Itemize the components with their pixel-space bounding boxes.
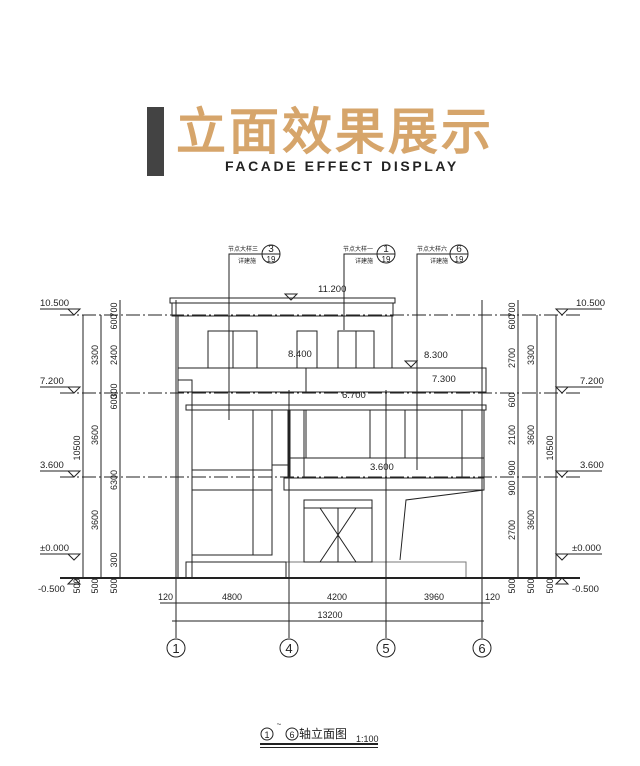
svg-text:19: 19 <box>455 255 464 264</box>
svg-text:700: 700 <box>109 302 119 317</box>
svg-text:3600: 3600 <box>90 510 100 530</box>
svg-text:2700: 2700 <box>507 520 517 540</box>
svg-text:详建施: 详建施 <box>355 257 373 265</box>
svg-text:3960: 3960 <box>424 592 444 602</box>
svg-text:19: 19 <box>267 255 276 264</box>
svg-text:3300: 3300 <box>90 345 100 365</box>
level-8400: 8.400 <box>288 349 312 360</box>
detail-callout-1: 节点大样一 详建施 1 19 <box>343 244 396 330</box>
axis-lines <box>160 300 490 638</box>
level-6700: 6.700 <box>342 390 366 401</box>
detail-callout-3: 节点大样三 详建施 3 19 <box>228 244 281 420</box>
svg-text:节点大样三: 节点大样三 <box>228 245 258 253</box>
svg-text:6300: 6300 <box>109 470 119 490</box>
svg-text:3600: 3600 <box>526 425 536 445</box>
svg-text:900: 900 <box>507 460 517 475</box>
svg-text:10500: 10500 <box>545 435 555 460</box>
page-title: 立面效果展示 <box>176 103 494 161</box>
svg-text:600: 600 <box>109 314 119 329</box>
svg-text:3.600: 3.600 <box>580 460 604 471</box>
svg-text:-0.500: -0.500 <box>38 584 65 595</box>
svg-text:120: 120 <box>485 592 500 602</box>
building-elevation: 11.200 8.400 8.300 7.300 6.700 3.600 <box>169 284 487 579</box>
level-3600-inner: 3.600 <box>370 462 394 473</box>
svg-text:3600: 3600 <box>526 510 536 530</box>
svg-text:4: 4 <box>285 641 292 656</box>
svg-text:6: 6 <box>456 244 462 255</box>
drawing-caption: 1 ~ 6 轴立面图 1:100 <box>260 720 379 748</box>
svg-text:1:100: 1:100 <box>356 734 379 744</box>
svg-text:500: 500 <box>90 578 100 593</box>
right-dimensions: 700 600 2700 600 2100 900 900 2700 500 3… <box>507 300 557 594</box>
svg-text:13200: 13200 <box>317 610 342 620</box>
svg-text:1: 1 <box>264 730 269 740</box>
svg-text:节点大样六: 节点大样六 <box>417 245 447 253</box>
level-8300: 8.300 <box>424 350 448 361</box>
svg-text:7.200: 7.200 <box>40 376 64 387</box>
title-accent-bar <box>147 107 164 176</box>
svg-text:300: 300 <box>109 383 119 398</box>
svg-text:600: 600 <box>109 394 119 409</box>
svg-text:3300: 3300 <box>526 345 536 365</box>
level-7300: 7.300 <box>432 374 456 385</box>
svg-text:3600: 3600 <box>90 425 100 445</box>
bottom-dimensions: 120 4800 4200 3960 120 13200 <box>158 592 500 620</box>
svg-text:900: 900 <box>507 480 517 495</box>
left-level-marks: 10.500 7.200 3.600 ±0.000 -0.500 <box>38 298 82 595</box>
svg-text:10.500: 10.500 <box>40 298 69 309</box>
svg-text:19: 19 <box>382 255 391 264</box>
svg-text:4800: 4800 <box>222 592 242 602</box>
svg-text:500: 500 <box>526 578 536 593</box>
svg-text:2400: 2400 <box>109 345 119 365</box>
svg-text:轴立面图: 轴立面图 <box>299 726 347 741</box>
svg-text:1: 1 <box>172 641 179 656</box>
level-lines <box>60 314 580 478</box>
svg-text:120: 120 <box>158 592 173 602</box>
svg-text:500: 500 <box>109 578 119 593</box>
right-level-marks: 10.500 7.200 3.600 ±0.000 -0.500 <box>554 298 605 595</box>
svg-text:600: 600 <box>507 392 517 407</box>
svg-text:500: 500 <box>72 578 82 593</box>
svg-text:500: 500 <box>545 578 555 593</box>
svg-text:700: 700 <box>507 302 517 317</box>
svg-text:4200: 4200 <box>327 592 347 602</box>
svg-text:3.600: 3.600 <box>40 460 64 471</box>
page-subtitle: FACADE EFFECT DISPLAY <box>225 158 459 174</box>
svg-text:10.500: 10.500 <box>576 298 605 309</box>
left-dimensions: 10500 3300 3600 3600 700 600 2400 300 60… <box>72 300 121 594</box>
detail-callout-6: 节点大样六 详建施 6 19 <box>416 244 469 470</box>
svg-text:2700: 2700 <box>507 348 517 368</box>
svg-text:7.200: 7.200 <box>580 376 604 387</box>
svg-text:6: 6 <box>478 641 485 656</box>
svg-text:详建施: 详建施 <box>430 257 448 265</box>
svg-text:1: 1 <box>383 244 389 255</box>
svg-text:±0.000: ±0.000 <box>40 543 69 554</box>
svg-text:2100: 2100 <box>507 425 517 445</box>
svg-text:6: 6 <box>289 730 294 740</box>
svg-text:±0.000: ±0.000 <box>572 543 601 554</box>
svg-text:10500: 10500 <box>72 435 82 460</box>
svg-text:-0.500: -0.500 <box>572 584 599 595</box>
level-11200: 11.200 <box>318 284 346 295</box>
svg-text:500: 500 <box>507 578 517 593</box>
svg-text:600: 600 <box>507 314 517 329</box>
axis-markers: 1 4 5 6 <box>166 638 492 658</box>
svg-text:~: ~ <box>277 720 282 729</box>
svg-text:节点大样一: 节点大样一 <box>343 245 373 253</box>
svg-text:300: 300 <box>109 552 119 567</box>
svg-text:3: 3 <box>268 244 274 255</box>
svg-text:5: 5 <box>382 641 389 656</box>
svg-text:详建施: 详建施 <box>238 257 256 265</box>
